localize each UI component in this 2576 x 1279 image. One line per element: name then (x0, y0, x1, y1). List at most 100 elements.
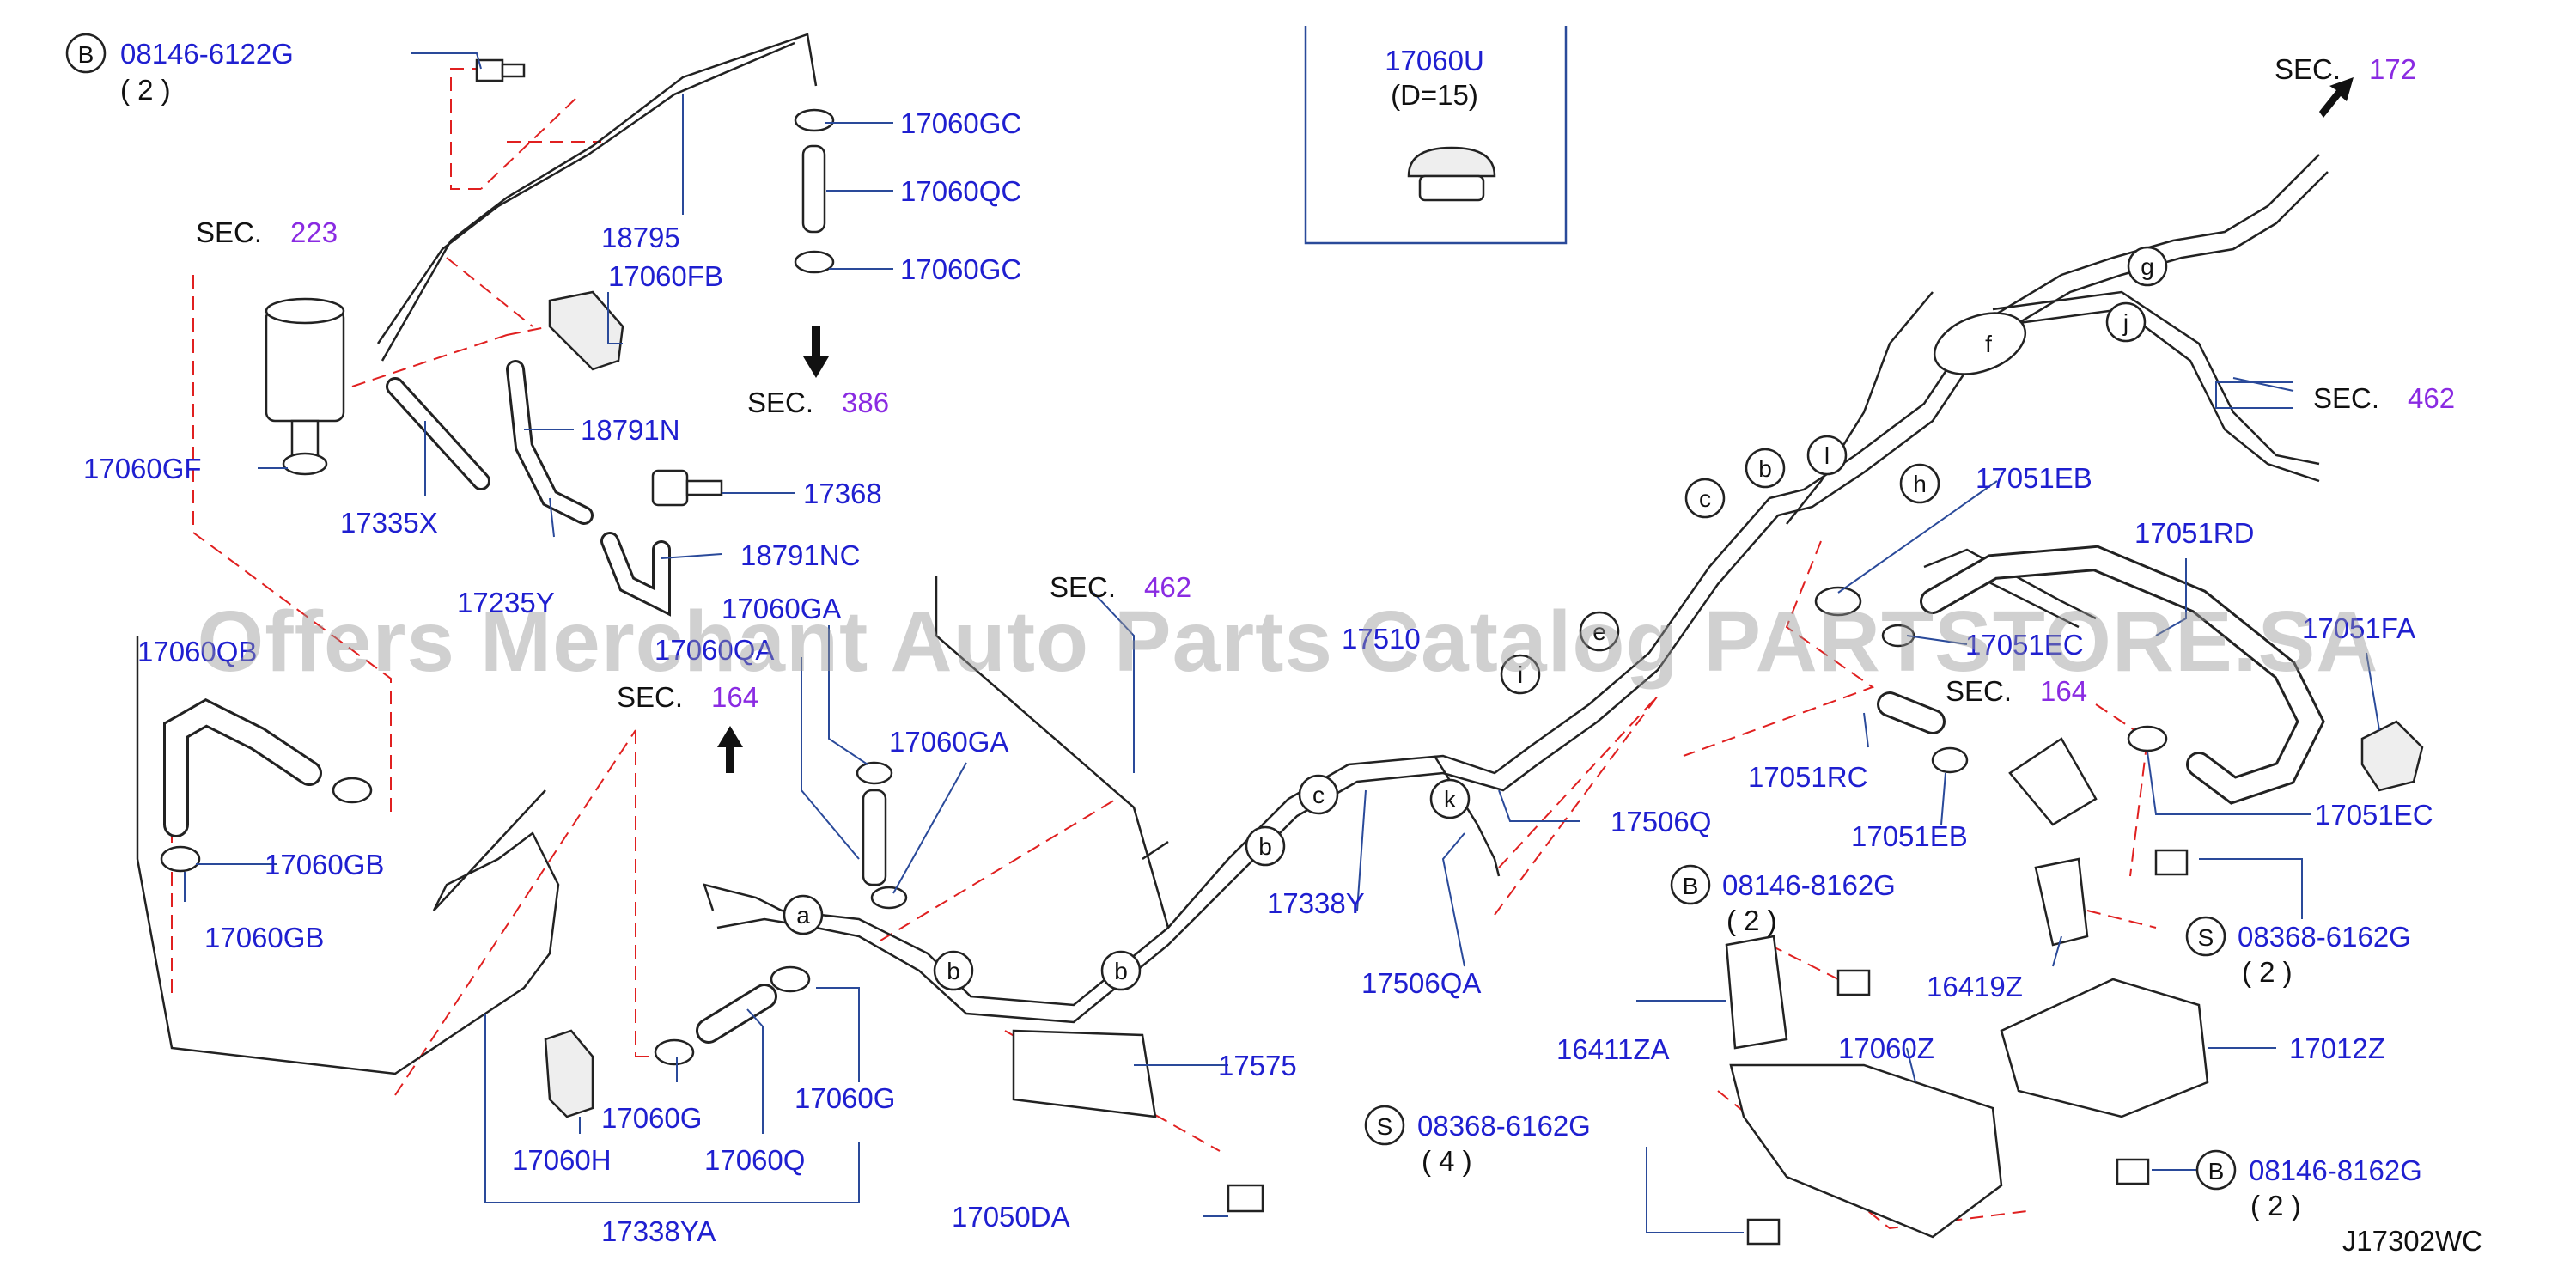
leader-lines (184, 52, 2380, 1233)
part-label[interactable]: 17060GC (900, 107, 1021, 139)
part-label[interactable]: 18795 (601, 222, 680, 253)
fuel-filter-icon (2008, 737, 2098, 826)
part-label[interactable]: 17338Y (1267, 887, 1365, 919)
sec-ref-164[interactable]: 164 (711, 681, 758, 713)
bolt-icon (1836, 969, 1871, 996)
callout-c (1298, 774, 1339, 815)
badge-b (65, 33, 107, 74)
callout-letter: a (796, 902, 810, 929)
part-label[interactable]: 17060GB (265, 849, 384, 880)
heat-shield-icon (1012, 1029, 1157, 1118)
part-label[interactable]: 17060QA (655, 634, 774, 666)
part-label[interactable]: 17060G (795, 1082, 895, 1114)
bolt-part-b2[interactable]: 08146-8162G (1722, 869, 1896, 901)
bolt-part-s2[interactable]: 08368-6162G (1417, 1110, 1591, 1142)
part-label[interactable]: 17060H (512, 1144, 612, 1176)
callout-j (2105, 301, 2147, 343)
sec-ref-462[interactable]: 462 (2408, 382, 2455, 414)
clamp-icon (770, 965, 811, 993)
bolt-icon (475, 58, 504, 82)
badge-s (2185, 916, 2226, 957)
part-label[interactable]: 17051EC (2315, 799, 2433, 831)
clamp-icon (654, 1038, 695, 1066)
clamp-icon (2127, 725, 2168, 752)
inset-spec: (D=15) (1391, 79, 1478, 111)
part-label[interactable]: 17368 (803, 478, 882, 509)
clip-icon (544, 1029, 594, 1118)
part-label[interactable]: 16411ZA (1556, 1033, 1669, 1065)
bolt-labels: B 08146-6122G ( 2 ) B 08146-8162G ( 2 ) … (65, 33, 2422, 1221)
callout-letter: i (1518, 661, 1523, 688)
svg-text:B: B (1683, 873, 1699, 899)
bolt-icon (2154, 849, 2189, 876)
part-label[interactable]: 17338YA (601, 1215, 716, 1247)
badge-b (2195, 1149, 2237, 1191)
bolt-qty: ( 2 ) (1726, 904, 1777, 936)
badge-b (1670, 864, 1711, 905)
part-label[interactable]: 17012Z (2289, 1032, 2385, 1064)
inset-part-number[interactable]: 17060U (1385, 45, 1484, 76)
sec-ref-223[interactable]: 223 (290, 216, 338, 248)
callout-letter: k (1444, 786, 1457, 813)
callout-letter: b (1258, 833, 1272, 860)
part-label[interactable]: 17050DA (952, 1201, 1070, 1233)
callout-letter: c (1312, 782, 1325, 808)
part-label[interactable]: 17051RC (1748, 761, 1867, 793)
bolt-icon (1746, 1218, 1781, 1246)
sec-ref-386[interactable]: 386 (842, 387, 889, 418)
part-label[interactable]: 17060QB (137, 636, 257, 667)
part-label[interactable]: 17060Q (704, 1144, 805, 1176)
callout-letter: c (1699, 485, 1711, 512)
sec-ref-164[interactable]: 164 (2040, 675, 2087, 707)
callout-letter: f (1985, 331, 1992, 357)
part-label[interactable]: 17051EB (1976, 462, 2092, 494)
callout-letter: j (2122, 309, 2128, 336)
part-label[interactable]: 17060QC (900, 175, 1021, 207)
callout-c (1684, 478, 1726, 519)
bolt-part-b3[interactable]: 08146-8162G (2249, 1154, 2422, 1186)
part-label[interactable]: 17060GF (83, 453, 202, 484)
bracket-icon (2000, 978, 2209, 1118)
callout-a (783, 894, 824, 935)
part-label[interactable]: 17051EC (1965, 629, 2084, 661)
part-label[interactable]: 17060GA (889, 726, 1008, 758)
part-label[interactable]: 17335X (340, 507, 438, 539)
hose-icon (1920, 545, 2325, 805)
part-label[interactable]: 17051RD (2134, 517, 2254, 549)
part-label[interactable]: 17051EB (1851, 820, 1968, 852)
part-label[interactable]: 18791NC (740, 539, 860, 571)
sec-ref-172[interactable]: 172 (2369, 53, 2416, 85)
part-label[interactable]: 17060FB (608, 260, 723, 292)
part-label[interactable]: 17051FA (2302, 612, 2415, 644)
part-label[interactable]: 17060Z (1838, 1032, 1934, 1064)
callout-circles: a b b b c c b l f g j h e i k (783, 246, 2168, 991)
bolt-part-b1[interactable]: 08146-6122G (120, 38, 294, 70)
callout-h (1899, 463, 1940, 504)
callout-l (1806, 435, 1848, 476)
bolt-icon (1227, 1184, 1264, 1213)
part-label[interactable]: 16419Z (1927, 971, 2023, 1002)
bolt-qty: ( 4 ) (1422, 1145, 1472, 1177)
canister-icon (265, 308, 345, 423)
part-label[interactable]: 17506QA (1361, 967, 1481, 999)
clamp-icon (794, 250, 835, 274)
arrow-up-icon (717, 726, 743, 773)
hose-icon (862, 789, 887, 886)
part-label[interactable]: 17060G (601, 1102, 702, 1134)
part-label[interactable]: 17060GC (900, 253, 1021, 285)
svg-text:SEC.: SEC. (617, 681, 683, 713)
part-label[interactable]: 17506Q (1611, 806, 1711, 837)
part-label[interactable]: 17575 (1218, 1050, 1297, 1081)
part-label[interactable]: 17060GB (204, 922, 324, 953)
clamp-icon (160, 845, 201, 873)
part-label[interactable]: 17060GA (722, 593, 841, 624)
part-label[interactable]: 17235Y (457, 587, 555, 618)
part-label[interactable]: 18791N (581, 414, 680, 446)
clamp-icon (1881, 624, 1915, 648)
bolt-part-s1[interactable]: 08368-6162G (2238, 921, 2411, 953)
sec-ref-462[interactable]: 462 (1144, 571, 1191, 603)
bolt-qty: ( 2 ) (120, 74, 171, 106)
part-label[interactable]: 17510 (1342, 623, 1421, 655)
callout-b (933, 950, 974, 991)
